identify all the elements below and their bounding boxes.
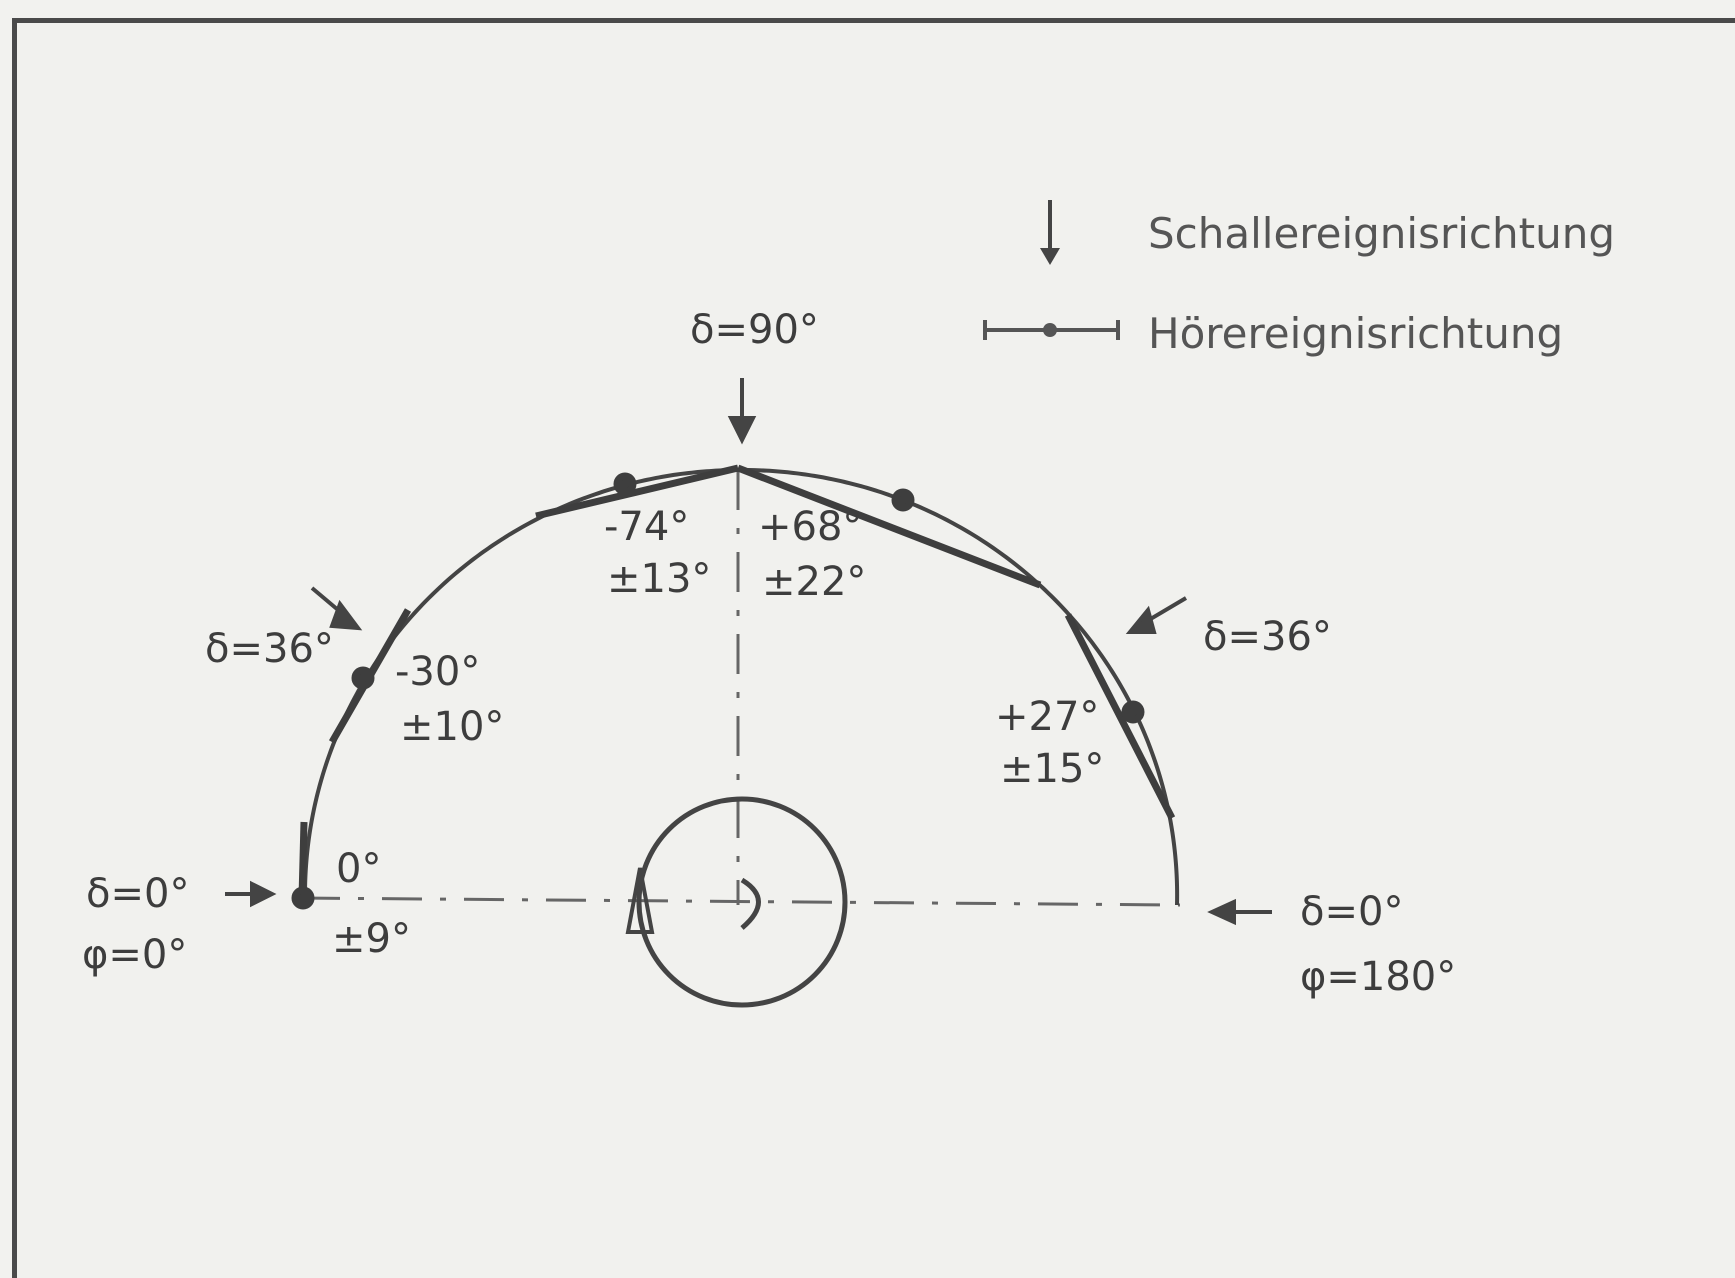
m90l-spread: ±13° [607,556,711,602]
bar-36-right [1064,613,1176,820]
m0-spread: ±9° [332,916,411,962]
legend-auditory-event: Hörereignisrichtung [1148,309,1563,358]
legend: Schallereignisrichtung Hörereignisrichtu… [983,200,1615,358]
m90r-value: +68° [758,504,862,550]
label-delta-0-right: δ=0° [1300,889,1403,935]
arrow-left36-icon [329,599,363,631]
bar-0deg [298,821,308,899]
m90r-spread: ±22° [762,559,866,605]
label-delta-36-right: δ=36° [1203,614,1332,660]
m36r-value: +27° [995,694,1099,740]
head-circle [636,796,848,1008]
bar-90-right [736,464,1042,589]
arrow-down-icon [727,416,757,445]
arrow-right-icon [250,880,277,908]
m0-value: 0° [336,846,381,892]
figure-frame [12,18,1735,1278]
m90l-value: -74° [604,504,689,550]
bar-90-left [535,464,739,520]
label-delta-36-left: δ=36° [205,626,334,672]
horizontal-axis [299,896,1181,907]
legend-sound-event: Schallereignisrichtung [1148,209,1615,258]
arrow-left-icon [1207,898,1236,926]
label-delta-0-left: δ=0° [86,871,189,917]
legend-dot-icon [1043,323,1057,337]
m36r-spread: ±15° [1000,746,1104,792]
label-phi-180: φ=180° [1300,954,1456,1000]
nose-icon [740,877,761,930]
m36l-spread: ±10° [400,704,504,750]
ear-icon [625,867,655,934]
label-delta-90: δ=90° [690,307,819,353]
m36l-value: -30° [395,649,480,695]
label-phi-0: φ=0° [82,932,187,978]
arrow-right36-icon [1125,605,1157,634]
legend-arrow-icon [1040,248,1060,265]
